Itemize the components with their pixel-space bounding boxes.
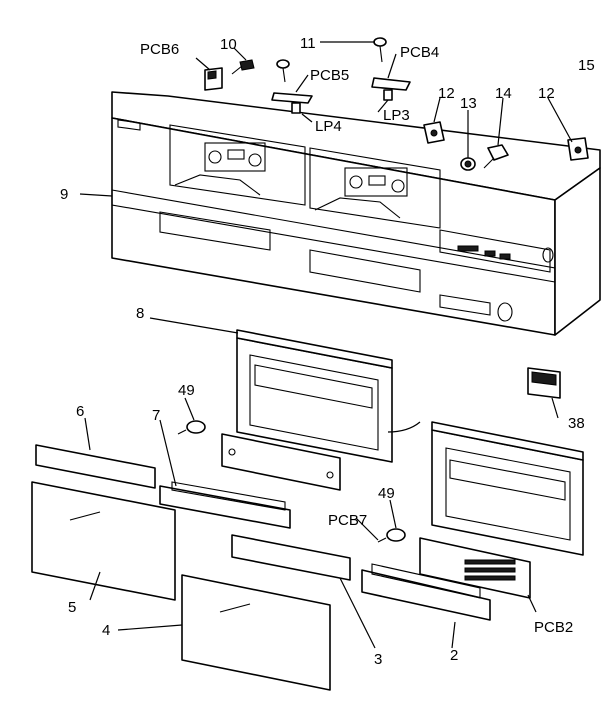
knob-14 [483,144,509,169]
pcb6-bracket [204,67,223,91]
label-pcb5: PCB5 [310,67,349,84]
cassette-door-right [431,421,584,556]
label-9: 9 [60,186,68,203]
label-pcb4: PCB4 [400,44,439,61]
label-49-upper: 49 [178,382,195,399]
label-pcb7: PCB7 [328,512,367,529]
label-10: 10 [220,36,237,53]
label-7: 7 [152,407,160,424]
label-15: 15 [578,57,595,74]
label-12-left: 12 [438,85,455,102]
part-labels: PCB6 10 11 PCB4 15 PCB5 LP4 LP3 12 13 14… [60,35,595,668]
pcb5-board [271,92,313,104]
label-12-right: 12 [538,85,555,102]
window-panel-4 [181,574,331,691]
cassette-door-8 [236,329,421,463]
switch-38 [527,367,561,399]
screw-10 [231,59,255,75]
label-3: 3 [374,651,382,668]
label-4: 4 [102,622,110,639]
screw-11-upper [373,37,387,63]
bracket-12-left [423,121,445,144]
lamp-49-upper [177,420,206,435]
label-49-lower: 49 [378,485,395,502]
label-pcb6: PCB6 [140,41,179,58]
label-13: 13 [460,95,477,112]
window-strip-6 [35,444,156,489]
label-lp3: LP3 [383,107,410,124]
label-14: 14 [495,85,512,102]
label-5: 5 [68,599,76,616]
lp3-lamp [383,89,393,101]
label-38: 38 [568,415,585,432]
window-panel-5 [31,481,176,601]
lp4-lamp [291,102,301,114]
front-panel [111,91,601,336]
pcb-board-upper [221,433,341,491]
label-11: 11 [300,35,316,52]
label-6: 6 [76,403,84,420]
label-lp4: LP4 [315,118,342,135]
label-8: 8 [136,305,144,322]
screw-11-lower [276,59,290,83]
leader-lines [79,41,573,649]
lamp-49-lower [377,528,406,543]
nut-13 [460,157,476,171]
label-2: 2 [450,647,458,664]
bracket-12-right [567,137,589,161]
pcb4-board [371,77,411,91]
window-strip-3 [231,534,351,581]
label-pcb2: PCB2 [534,619,573,636]
pcb2-board [419,537,531,599]
lamp-bracket-7 [159,481,291,529]
